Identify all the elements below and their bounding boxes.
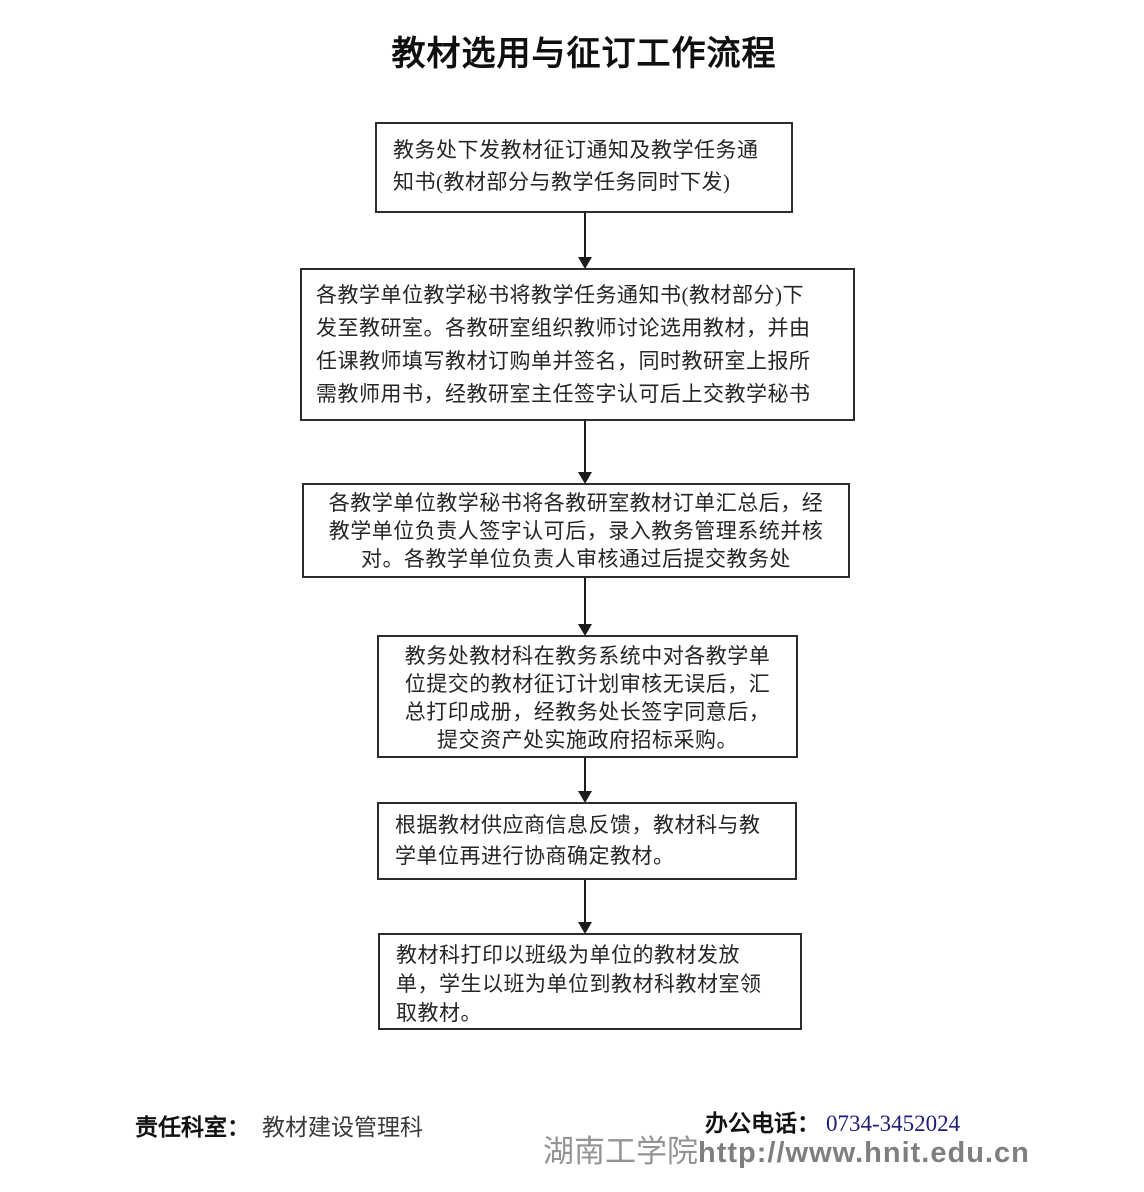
flow-step-2: 各教学单位教学秘书将教学任务通知书(教材部分)下 发至教研室。各教研室组织教师讨… [300, 268, 855, 421]
flow-arrow-5 [578, 880, 592, 934]
flow-arrow-2 [578, 421, 592, 484]
flow-step-2-text: 各教学单位教学秘书将教学任务通知书(教材部分)下 发至教研室。各教研室组织教师讨… [316, 283, 811, 406]
flow-step-3-text: 各教学单位教学秘书将各教研室教材订单汇总后，经 教学单位负责人签字认可后，录入教… [328, 491, 824, 571]
flow-arrow-3 [578, 578, 592, 636]
flow-step-1-text: 教务处下发教材征订通知及教学任务通 知书(教材部分与教学任务同时下发) [393, 138, 759, 194]
flow-step-3: 各教学单位教学秘书将各教研室教材订单汇总后，经 教学单位负责人签字认可后，录入教… [302, 483, 850, 578]
footer-office-phone: 办公电话：0734-3452024 [705, 1104, 960, 1138]
department-value: 教材建设管理科 [262, 1115, 423, 1140]
flow-arrow-4 [578, 758, 592, 803]
page-title: 教材选用与征订工作流程 [391, 35, 777, 73]
flow-step-5-text: 根据教材供应商信息反馈，教材科与教 学单位再进行协商确定教材。 [395, 813, 761, 868]
flow-step-6: 教材科打印以班级为单位的教材发放 单，学生以班为单位到教材科教材室领 取教材。 [378, 933, 802, 1030]
phone-label: 办公电话： [705, 1110, 820, 1136]
footer-responsible-department: 责任科室： 教材建设管理科 [135, 1108, 423, 1142]
flow-step-6-text: 教材科打印以班级为单位的教材发放 单，学生以班为单位到教材科教材室领 取教材。 [396, 943, 762, 1025]
flow-arrow-1 [578, 213, 592, 269]
department-label: 责任科室： [135, 1114, 250, 1140]
phone-value: 0734-3452024 [826, 1111, 961, 1136]
watermark-site-name: 湖南工学院 [543, 1134, 698, 1169]
flow-step-5: 根据教材供应商信息反馈，教材科与教 学单位再进行协商确定教材。 [377, 802, 797, 880]
flow-step-4: 教务处教材科在教务系统中对各教学单 位提交的教材征订计划审核无误后，汇 总打印成… [377, 635, 798, 758]
watermark-site-url: http://www.hnit.edu.cn [698, 1137, 1030, 1169]
flow-step-4-text: 教务处教材科在教务系统中对各教学单 位提交的教材征订计划审核无误后，汇 总打印成… [404, 644, 771, 752]
flow-step-1: 教务处下发教材征订通知及教学任务通 知书(教材部分与教学任务同时下发) [375, 122, 793, 213]
